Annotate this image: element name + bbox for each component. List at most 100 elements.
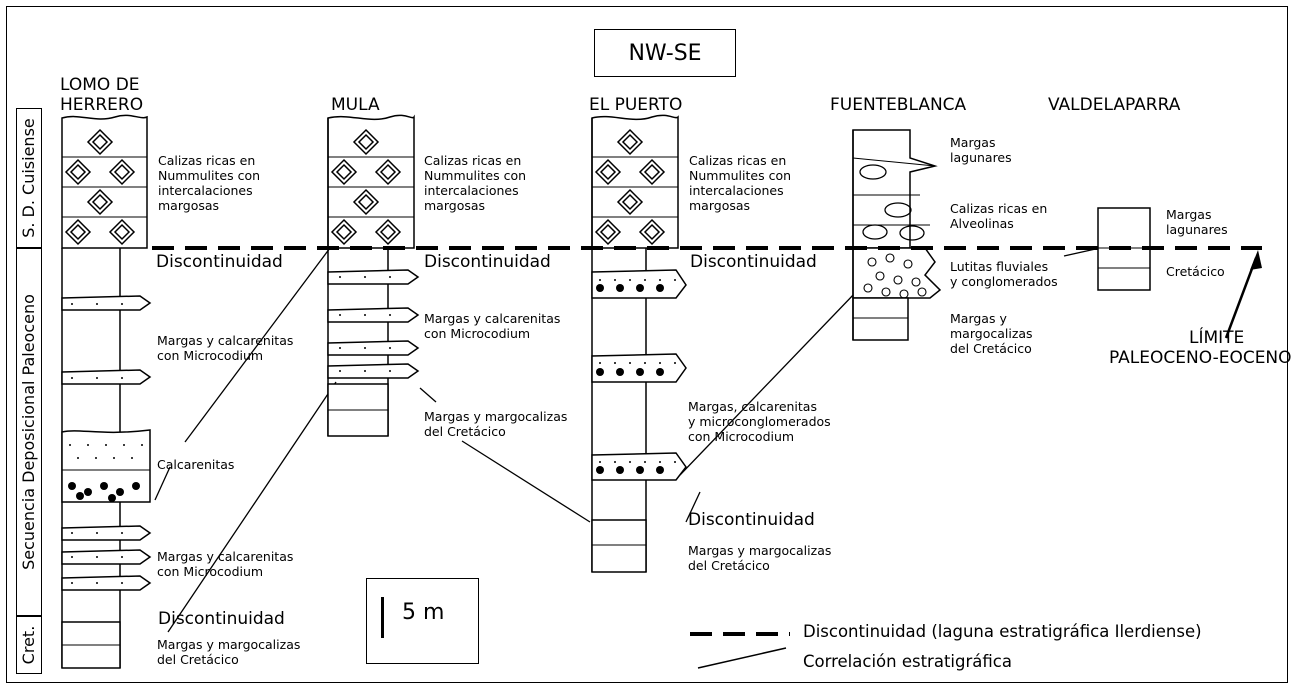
sand-dot [614,279,616,281]
sand-dot [113,457,115,459]
label-calizas-puerto-4: margosas [689,198,751,213]
label-calizas-mula-3: intercalaciones [424,183,519,198]
sand-dot [96,556,98,558]
label-calizas-puerto-1: Calizas ricas en [689,153,787,168]
nummulite-symbol [108,218,136,246]
sand-dot [95,457,97,459]
section-title: NW-SE [594,29,736,77]
label-margas-cret-fuente-2: margocalizas [950,326,1033,341]
nummulite-symbol [357,133,375,151]
legend-solid-symbol [697,647,787,669]
scale-box [366,578,479,664]
discontinuity-label-puerto: Discontinuidad [690,252,817,272]
nummulite-symbol [69,163,87,181]
nummulite-symbol [352,128,380,156]
label-lutitas-1: Lutitas fluviales [950,259,1049,274]
label-margas-cret-lomo-1: Margas y margocalizas [157,637,301,652]
sand-dot [629,461,631,463]
label-margas-micro-puerto-2: y microconglomerados [688,414,831,429]
pebble-symbol [596,368,604,376]
nummulite-symbol [374,158,402,186]
sand-dot [96,582,98,584]
sand-dot [389,370,391,372]
sand-dot [644,461,646,463]
nummulite-symbol [357,193,375,211]
pebble-symbol [893,275,903,285]
nummulite-symbol [599,163,617,181]
sand-dot [87,444,89,446]
sand-dot [629,362,631,364]
cuisiense-box [16,108,42,248]
pebble-symbol [917,287,927,297]
sand-dot [96,303,98,305]
pebble-symbol [656,466,664,474]
pebble-symbol [68,482,76,490]
sand-dot [121,303,123,305]
pebble-symbol [76,492,84,500]
pebble-symbol [596,466,604,474]
sand-dot [96,377,98,379]
nummulite-symbol [335,223,353,241]
nummulite-symbol [621,193,639,211]
nummulite-symbol [91,193,109,211]
sand-dot [71,303,73,305]
pebble-symbol [616,368,624,376]
sand-dot [659,279,661,281]
pebble-symbol [108,494,116,502]
label-calizas-mula-4: margosas [424,198,486,213]
nummulite-symbol [330,218,358,246]
pebble-symbol [616,466,624,474]
pebble-symbol [84,488,92,496]
sand-dot [389,314,391,316]
label-margas-cret-fuente-3: del Cretácico [950,341,1032,356]
pebble-symbol [885,253,895,263]
label-calizas-alveolinas-2: Alveolinas [950,216,1014,231]
label-calizas-lomo-3: intercalaciones [158,183,253,198]
pebble-symbol [100,482,108,490]
label-margas-calc-mula-2: con Microcodium [424,326,531,341]
nummulite-symbol [335,163,353,181]
pebble-symbol [116,488,124,496]
pebble-symbol [875,271,885,281]
nummulite-symbol [616,128,644,156]
nummulite-symbol [616,188,644,216]
pebble-symbol [596,284,604,292]
sand-dot [121,582,123,584]
nummulite-symbol [374,218,402,246]
sand-dot [121,377,123,379]
sand-dot [105,444,107,446]
nummulite-symbol [86,128,114,156]
pebble-symbol [636,284,644,292]
sand-dot [659,461,661,463]
label-calizas-mula-2: Nummulites con [424,168,527,183]
pebble-symbol [911,277,921,287]
nummulite-symbol [113,163,131,181]
nummulite-symbol [643,223,661,241]
sand-dot [659,362,661,364]
nummulite-symbol [69,223,87,241]
sand-dot [389,276,391,278]
sand-dot [121,532,123,534]
label-margas-cret-puerto-2: del Cretácico [688,558,770,573]
pebble-symbol [132,482,140,490]
discontinuity-label-puerto-bottom: Discontinuidad [688,510,815,530]
label-calcarenitas: Calcarenitas [157,457,235,472]
label-calizas-puerto-3: intercalaciones [689,183,784,198]
label-calizas-lomo-1: Calizas ricas en [158,153,256,168]
sand-dot [71,377,73,379]
legend-solid-label: Correlación estratigráfica [803,652,1012,671]
sand-dot [71,532,73,534]
sand-dot [121,556,123,558]
correlation-lines [154,247,1101,633]
label-calizas-mula-1: Calizas ricas en [424,153,522,168]
paleoceno-box [16,248,42,616]
locality-mula: MULA [331,95,380,115]
nummulite-symbol [594,158,622,186]
column-mula [327,114,420,437]
label-calizas-lomo-2: Nummulites con [158,168,261,183]
locality-fuenteblanca: FUENTEBLANCA [830,95,967,115]
pebble-symbol [881,287,891,297]
sand-dot [674,362,676,364]
sand-dot [339,370,341,372]
nummulite-symbol [379,163,397,181]
